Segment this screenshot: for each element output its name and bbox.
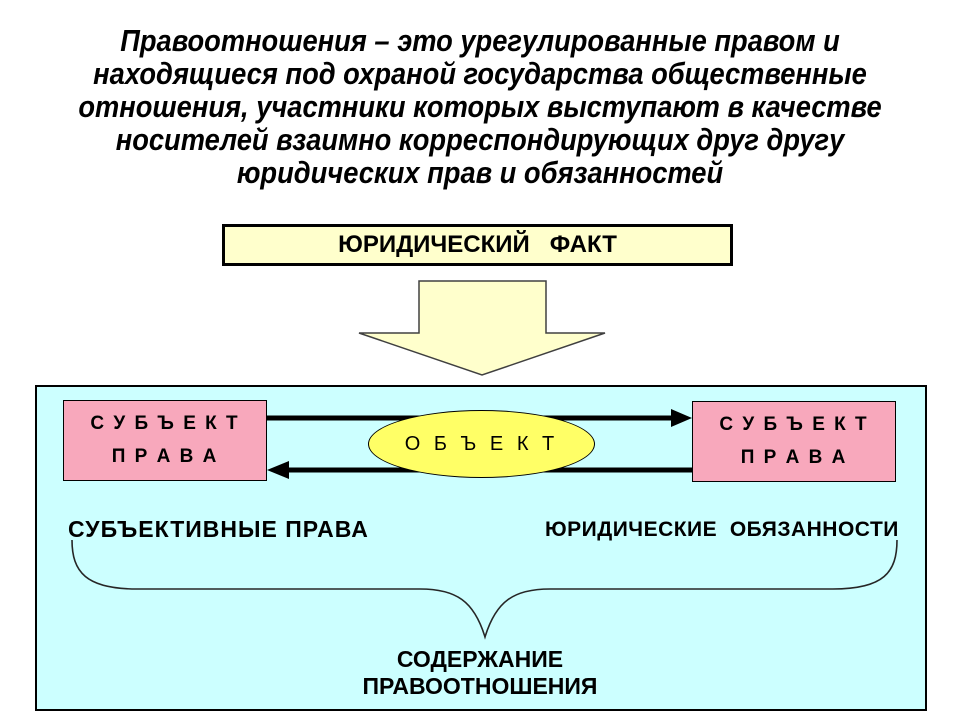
legal-fact-box: ЮРИДИЧЕСКИЙ ФАКТ xyxy=(222,224,733,266)
definition-title-line: Правоотношения – это урегулированные пра… xyxy=(120,23,840,58)
definition-title-line: отношения, участники которых выступают в… xyxy=(78,89,882,124)
content-label-line2: ПРАВООТНОШЕНИЯ xyxy=(362,673,598,699)
legal-fact-label: ЮРИДИЧЕСКИЙ ФАКТ xyxy=(338,231,617,258)
brace-curve-icon xyxy=(71,539,898,640)
definition-title-line: юридических прав и обязанностей xyxy=(236,155,724,190)
legal-obligations-label: ЮРИДИЧЕСКИЕ ОБЯЗАННОСТИ xyxy=(545,518,899,541)
subject-right-line2: П Р А В А xyxy=(740,447,848,469)
definition-title-line: находящиеся под охраной государства обще… xyxy=(93,56,867,91)
subjective-rights-label: СУБЪЕКТИВНЫЕ ПРАВА xyxy=(68,516,369,542)
object-label: О Б Ъ Е К Т xyxy=(404,432,559,455)
subject-right-line1: С У Б Ъ Е К Т xyxy=(719,413,869,435)
definition-title-line: носителей взаимно корреспондирующих друг… xyxy=(115,122,845,157)
subject-left-box: С У Б Ъ Е К Т П Р А В А xyxy=(63,400,267,481)
down-arrow-icon xyxy=(358,280,606,376)
definition-title: Правоотношения – это урегулированные пра… xyxy=(0,24,960,189)
subject-right-box: С У Б Ъ Е К Т П Р А В А xyxy=(692,401,896,482)
subject-left-line1: С У Б Ъ Е К Т xyxy=(90,412,240,434)
relationship-content-label: СОДЕРЖАНИЕ ПРАВООТНОШЕНИЯ xyxy=(280,646,680,700)
object-ellipse: О Б Ъ Е К Т xyxy=(368,410,595,478)
content-label-line1: СОДЕРЖАНИЕ xyxy=(396,646,564,672)
subject-left-line2: П Р А В А xyxy=(111,446,219,468)
